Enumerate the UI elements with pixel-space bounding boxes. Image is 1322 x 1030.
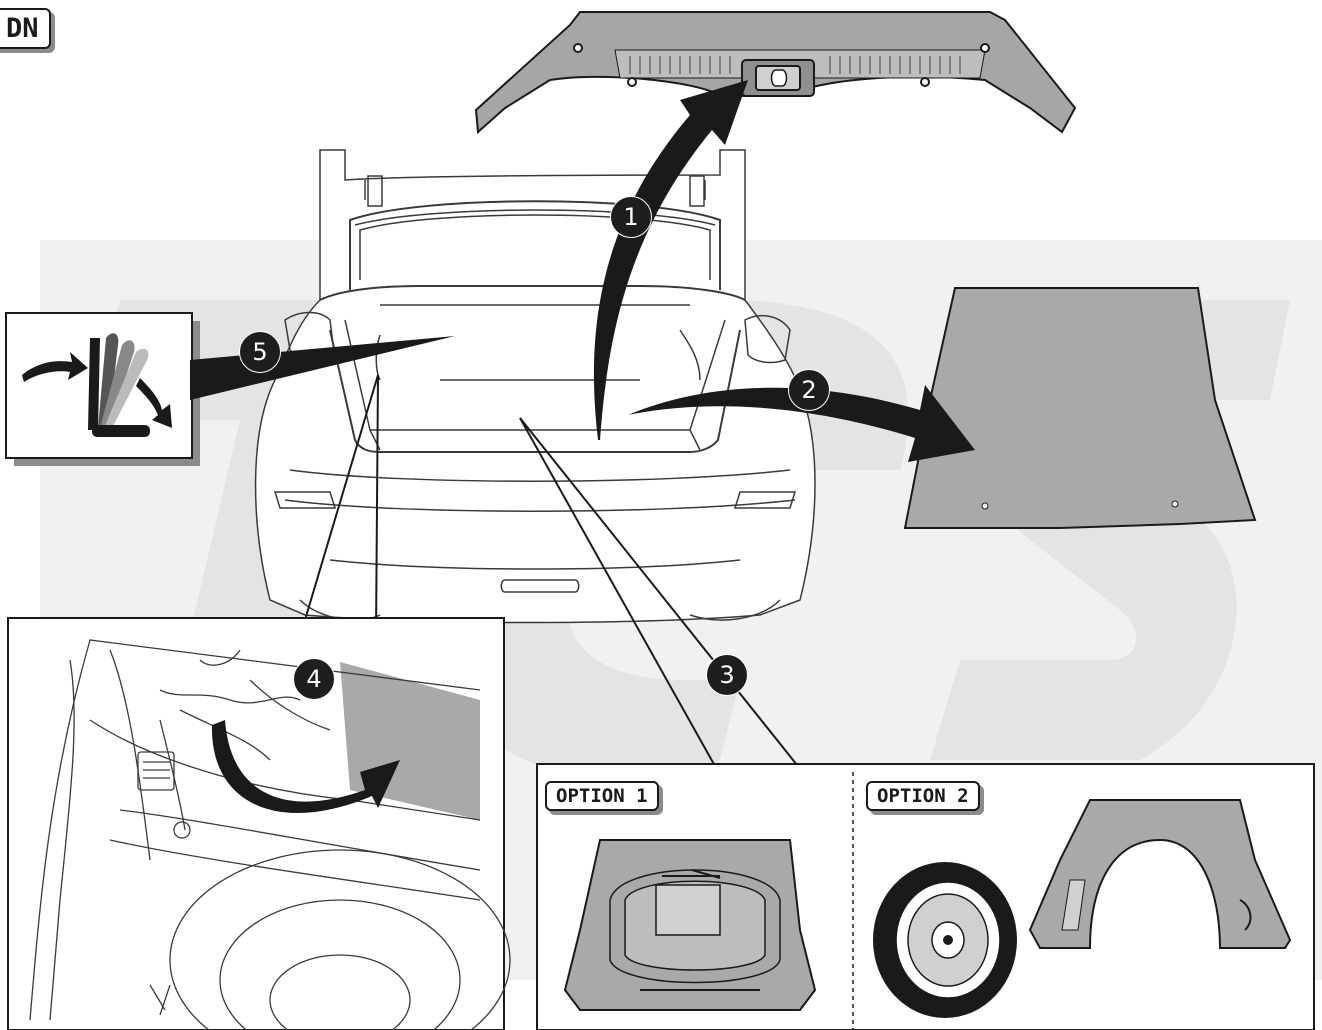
trunk-floor-mat <box>905 288 1255 528</box>
car-rear-view <box>256 150 815 623</box>
option-2-label: OPTION 2 <box>866 781 980 811</box>
option-1-label: OPTION 1 <box>545 781 659 811</box>
rear-trim-panel <box>476 12 1075 132</box>
step-5-callout: 5 <box>239 331 281 373</box>
step-3-callout: 3 <box>706 654 748 696</box>
step-1-callout: 1 <box>610 196 652 238</box>
model-code-tag: DN <box>0 8 51 49</box>
seat-fold-inset <box>6 313 200 466</box>
step-4-callout: 4 <box>293 658 335 700</box>
step-2-callout: 2 <box>788 369 830 411</box>
spare-wheel <box>873 862 1017 1018</box>
wiring-inset <box>8 618 510 1030</box>
